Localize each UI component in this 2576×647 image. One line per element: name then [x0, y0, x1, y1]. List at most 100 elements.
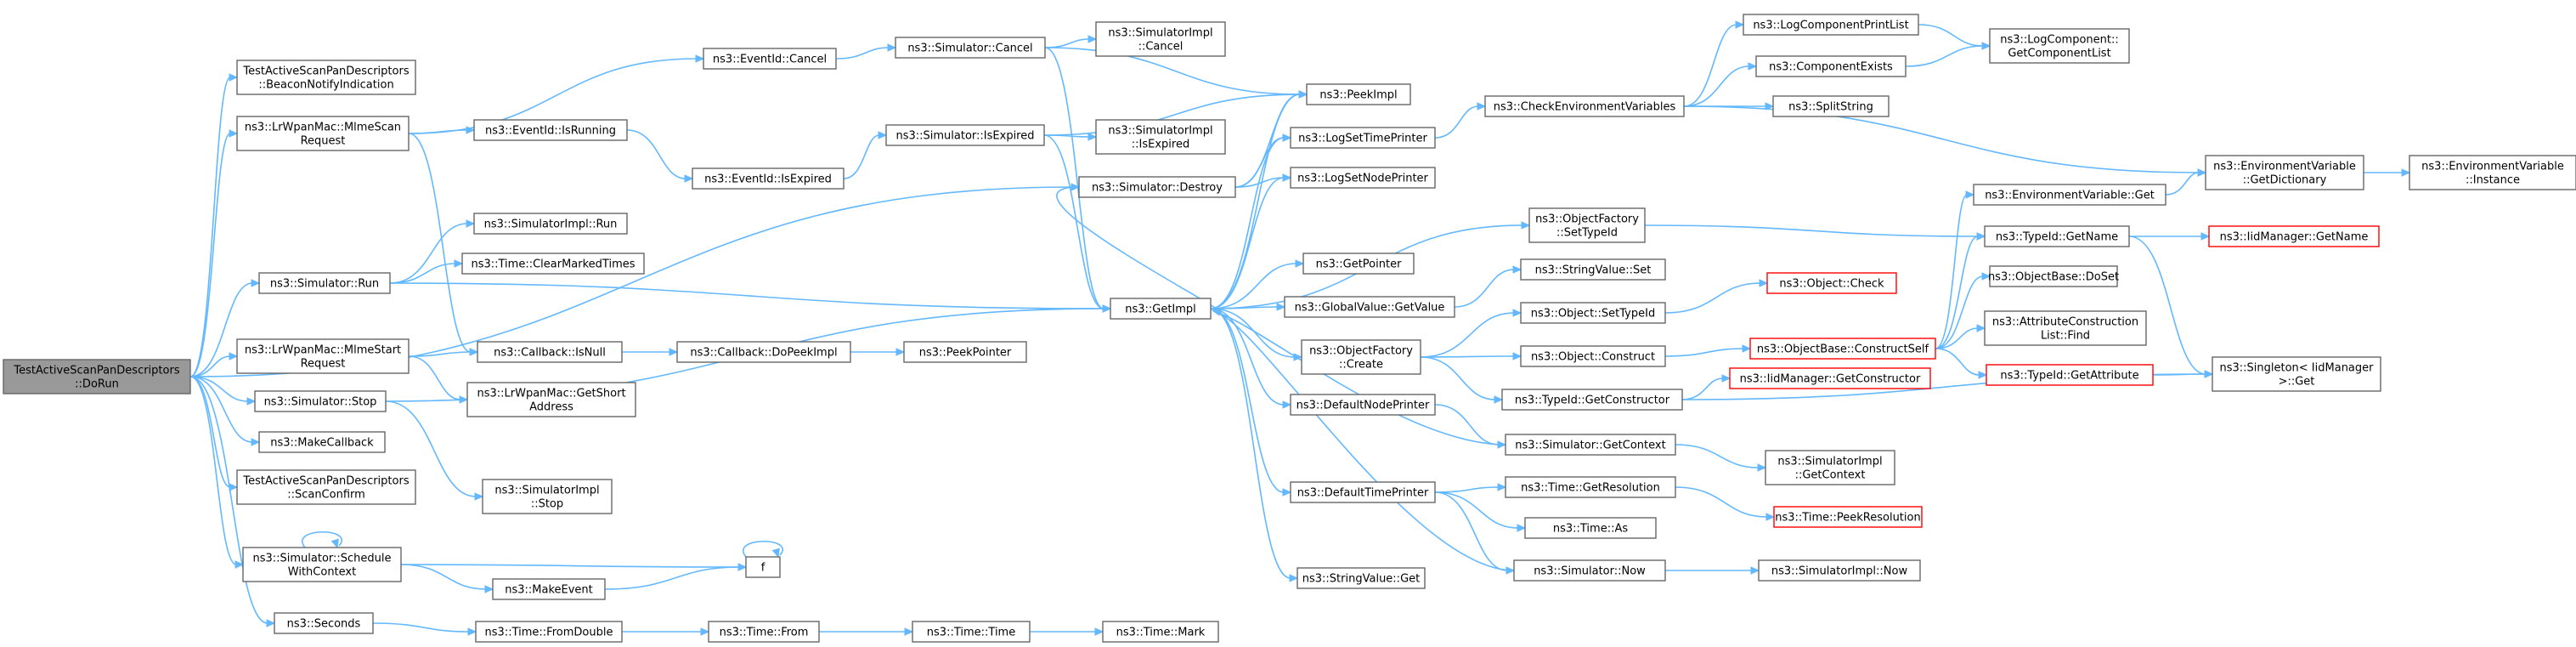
node-label: ns3::DefaultTimePrinter: [1297, 487, 1429, 500]
node-iidgetctor[interactable]: ns3::IidManager::GetConstructor: [1729, 367, 1931, 389]
node-getpointer[interactable]: ns3::GetPointer: [1302, 253, 1415, 275]
node-cbisnull[interactable]: ns3::Callback::IsNull: [477, 341, 623, 363]
node-peekpointer[interactable]: ns3::PeekPointer: [903, 341, 1027, 363]
node-label: ns3::GetPointer: [1316, 258, 1402, 271]
node-simimplstop[interactable]: ns3::SimulatorImpl::Stop: [482, 479, 613, 514]
node-makecb[interactable]: ns3::MakeCallback: [258, 431, 386, 453]
node-checkenv[interactable]: ns3::CheckEnvironmentVariables: [1484, 95, 1685, 117]
node-box: [2409, 155, 2576, 190]
node-label: ::IsExpired: [1132, 139, 1189, 151]
node-ofcreate[interactable]: ns3::ObjectFactory::Create: [1301, 339, 1421, 375]
node-deftimeprinter[interactable]: ns3::DefaultTimePrinter: [1290, 481, 1436, 503]
node-timemark[interactable]: ns3::Time::Mark: [1102, 621, 1219, 643]
node-makeevent[interactable]: ns3::MakeEvent: [492, 578, 606, 600]
edge-line: [189, 133, 231, 377]
node-fromdouble[interactable]: ns3::Time::FromDouble: [475, 621, 623, 643]
node-gvgetvalue[interactable]: ns3::GlobalValue::GetValue: [1284, 296, 1455, 318]
node-logsetnode[interactable]: ns3::LogSetNodePrinter: [1290, 167, 1436, 189]
node-logcompgetlist[interactable]: ns3::LogComponent::GetComponentList: [1989, 28, 2130, 64]
node-simimplcancel[interactable]: ns3::SimulatorImpl::Cancel: [1095, 21, 1226, 57]
node-typeidgetctor[interactable]: ns3::TypeId::GetConstructor: [1501, 389, 1683, 411]
node-defnodeprinter[interactable]: ns3::DefaultNodePrinter: [1290, 394, 1436, 416]
node-getimpl[interactable]: ns3::GetImpl: [1110, 298, 1212, 320]
node-simrun[interactable]: ns3::Simulator::Run: [258, 272, 391, 294]
node-timefrom[interactable]: ns3::Time::From: [708, 621, 820, 643]
edge-arrowhead: [1976, 232, 1986, 241]
node-root[interactable]: TestActiveScanPanDescriptors::DoRun: [3, 359, 191, 394]
node-seconds[interactable]: ns3::Seconds: [274, 612, 374, 634]
node-simisexpired[interactable]: ns3::Simulator::IsExpired: [885, 124, 1045, 146]
edge-arrowhead: [1976, 324, 1986, 332]
node-ofsettypeid[interactable]: ns3::ObjectFactory::SetTypeId: [1528, 207, 1646, 243]
edge-line: [1935, 194, 1968, 349]
edge-arrowhead: [2197, 168, 2207, 177]
edge-arrowhead: [1497, 483, 1507, 491]
edge-line: [1210, 308, 1296, 358]
node-objconstruct[interactable]: ns3::Object::Construct: [1520, 345, 1666, 367]
node-logsettime[interactable]: ns3::LogSetTimePrinter: [1290, 127, 1436, 149]
node-iidgetname[interactable]: ns3::IidManager::GetName: [2208, 225, 2380, 247]
node-timepeekres[interactable]: ns3::Time::PeekResolution: [1773, 506, 1923, 528]
node-label: TestActiveScanPanDescriptors: [242, 475, 409, 488]
node-objcheck[interactable]: ns3::Object::Check: [1766, 272, 1897, 294]
node-typeidgetname[interactable]: ns3::TypeId::GetName: [1984, 225, 2130, 247]
node-scanconfirm[interactable]: TestActiveScanPanDescriptors::ScanConfir…: [236, 469, 416, 505]
node-label: ns3::LogSetNodePrinter: [1297, 173, 1428, 185]
node-logcompprintlist[interactable]: ns3::LogComponentPrintList: [1743, 14, 1919, 36]
node-strvalget[interactable]: ns3::StringValue::Get: [1296, 567, 1426, 589]
node-f[interactable]: f: [745, 556, 781, 578]
call-edge-root-to-schedule: [189, 376, 245, 569]
node-typeidgetattr[interactable]: ns3::TypeId::GetAttribute: [1986, 364, 2154, 386]
edge-arrowhead: [229, 73, 239, 82]
edge-arrowhead: [1978, 371, 1988, 379]
node-compexists[interactable]: ns3::ComponentExists: [1755, 55, 1907, 77]
call-edge-deftimeprinter-to-timeas: [1434, 491, 1527, 532]
node-label: ns3::LogComponentPrintList: [1753, 20, 1908, 32]
edge-line: [1664, 348, 1744, 357]
node-simimplrun[interactable]: ns3::SimulatorImpl::Run: [473, 213, 628, 235]
node-strvalset[interactable]: ns3::StringValue::Set: [1520, 258, 1666, 281]
node-label: ns3::Time::Time: [927, 627, 1015, 639]
node-simdestroy[interactable]: ns3::Simulator::Destroy: [1078, 176, 1236, 198]
node-simnow[interactable]: ns3::Simulator::Now: [1513, 559, 1666, 582]
edge-arrowhead: [1295, 259, 1305, 268]
node-timeas[interactable]: ns3::Time::As: [1524, 517, 1657, 539]
node-peekimpl[interactable]: ns3::PeekImpl: [1306, 83, 1411, 105]
node-beacon[interactable]: TestActiveScanPanDescriptors::BeaconNoti…: [236, 60, 416, 95]
node-simimplnow[interactable]: ns3::SimulatorImpl::Now: [1758, 559, 1921, 582]
node-simgetcontext[interactable]: ns3::Simulator::GetContext: [1505, 434, 1676, 456]
node-objsettypeid[interactable]: ns3::Object::SetTypeId: [1520, 302, 1666, 324]
node-label: ns3::Time::PeekResolution: [1775, 512, 1920, 525]
node-objbasedoset[interactable]: ns3::ObjectBase::DoSet: [1988, 265, 2119, 287]
node-singleton[interactable]: ns3::Singleton< IidManager >::Get: [2212, 356, 2381, 392]
node-dopeekimpl[interactable]: ns3::Callback::DoPeekImpl: [676, 341, 851, 363]
node-envinstance[interactable]: ns3::EnvironmentVariable::Instance: [2409, 155, 2576, 190]
node-evisexpired[interactable]: ns3::EventId::IsExpired: [692, 167, 845, 190]
call-edge-root-to-simrun: [189, 279, 261, 377]
node-simimplisexpired[interactable]: ns3::SimulatorImpl::IsExpired: [1095, 119, 1226, 155]
node-simcancel[interactable]: ns3::Simulator::Cancel: [895, 37, 1046, 59]
node-timetime[interactable]: ns3::Time::Time: [912, 621, 1031, 643]
edge-line: [385, 400, 477, 497]
node-evisrunning[interactable]: ns3::EventId::IsRunning: [473, 119, 628, 141]
edge-arrowhead: [887, 43, 897, 52]
node-timegetres[interactable]: ns3::Time::GetResolution: [1505, 476, 1676, 498]
node-clearmarked[interactable]: ns3::Time::ClearMarkedTimes: [461, 253, 645, 275]
node-box: [1102, 621, 1219, 643]
node-splitstring[interactable]: ns3::SplitString: [1772, 95, 1890, 117]
edge-arrowhead: [1521, 221, 1531, 230]
edge-line: [843, 134, 880, 179]
node-envget[interactable]: ns3::EnvironmentVariable::Get: [1973, 184, 2166, 206]
node-simstop[interactable]: ns3::Simulator::Stop: [254, 390, 387, 412]
node-envgetdict[interactable]: ns3::EnvironmentVariable::GetDictionary: [2205, 155, 2364, 190]
call-edge-getimpl-to-defnodeprinter: [1210, 308, 1292, 409]
node-simimplgetctx[interactable]: ns3::SimulatorImpl::GetContext: [1765, 450, 1895, 485]
node-label: ns3::Simulator::IsExpired: [895, 130, 1034, 143]
node-objbaseconstruct[interactable]: ns3::ObjectBase::ConstructSelf: [1749, 338, 1936, 360]
node-evcancel[interactable]: ns3::EventId::Cancel: [703, 48, 837, 70]
